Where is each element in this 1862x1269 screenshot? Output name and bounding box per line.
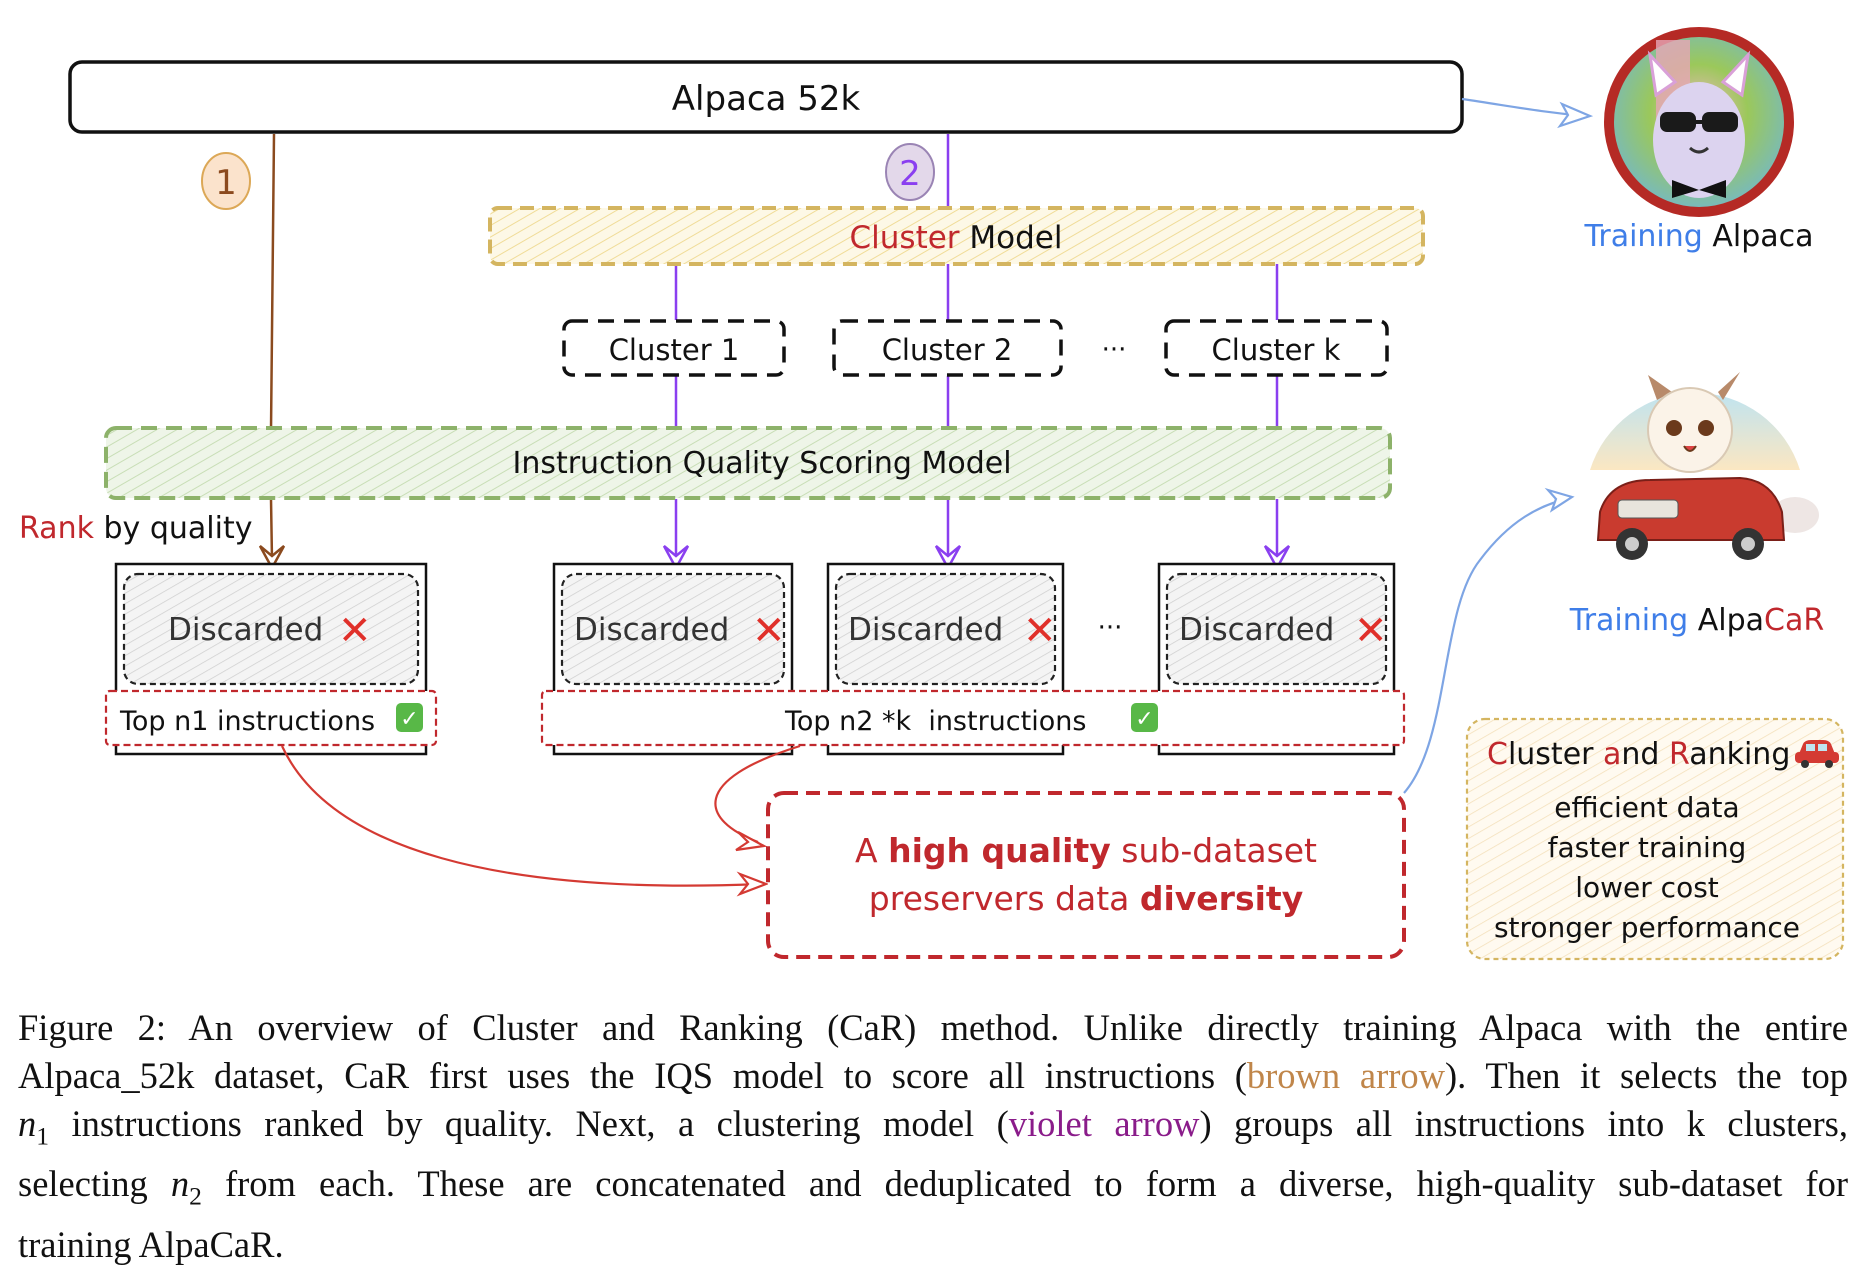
top-n2-label: Top n2 *k instructions	[784, 706, 1086, 737]
svg-text:✓: ✓	[400, 707, 418, 732]
caption-line-1: Figure 2: An overview of Cluster and Ran…	[18, 1007, 1848, 1048]
discarded-label: Discarded	[1179, 612, 1334, 648]
arrowhead-training-alpaca	[1557, 101, 1594, 129]
check-icon: ✓	[396, 703, 423, 732]
benefit-item: lower cost	[1575, 871, 1719, 904]
discard-ellipsis: ···	[1098, 613, 1123, 643]
source-dataset-box: Alpaca 52k	[68, 60, 1464, 134]
cluster-model-box: Cluster Model	[488, 206, 1425, 266]
discarded-region	[1165, 572, 1388, 686]
red-arrowhead-n2	[735, 831, 768, 852]
arrow-to-training-alpacar	[1403, 496, 1571, 794]
cross-mark-icon: ✕	[1354, 608, 1388, 654]
cross-mark-icon: ✕	[752, 608, 786, 654]
cross-mark-icon: ✕	[338, 608, 372, 654]
brown-arrowhead	[258, 545, 286, 571]
discarded-label: Discarded	[574, 612, 729, 648]
discarded-label: Discarded	[168, 612, 323, 648]
rank-by-quality-label: Rank by quality	[19, 511, 252, 546]
source-dataset-label: Alpaca 52k	[672, 79, 861, 119]
training-alpacar-label: Training AlpaCaR	[1569, 603, 1824, 638]
cluster-1-label: Cluster 1	[609, 333, 740, 367]
step-1-badge: 1	[201, 152, 251, 210]
result-line-2: preservers data diversity	[869, 879, 1303, 918]
cluster-and-ranking-diagram: Alpaca 52k 1 2 Cluster Model Cluster 1 C…	[19, 27, 1845, 961]
instruction-quality-scoring-model-box: Instruction Quality Scoring Model	[104, 426, 1392, 500]
discarded-region	[560, 572, 786, 686]
brown-arrow-line	[269, 133, 276, 561]
arrowhead-training-alpacar	[1544, 487, 1575, 513]
alpaca-avatar	[1604, 27, 1794, 217]
cluster-box-1: Cluster 1	[562, 319, 786, 377]
top-n1-strip: Top n1 instructions ✓	[104, 689, 438, 747]
benefit-item: stronger performance	[1494, 911, 1800, 944]
car-icon	[1795, 740, 1839, 768]
benefit-item: faster training	[1548, 831, 1747, 864]
red-arrowhead-n1	[736, 871, 770, 897]
svg-text:✓: ✓	[1135, 707, 1153, 732]
violet-arrow-reference: violet arrow	[1008, 1103, 1200, 1144]
brown-arrow-reference: brown arrow	[1246, 1055, 1446, 1096]
top-n2-strip: Top n2 *k instructions ✓	[540, 689, 1406, 747]
benefits-box: Cluster and Ranking efficient data faste…	[1465, 717, 1845, 961]
check-icon: ✓	[1131, 703, 1158, 732]
step-2-number: 2	[899, 154, 921, 194]
discarded-region	[834, 572, 1057, 686]
scoring-model-label: Instruction Quality Scoring Model	[512, 446, 1011, 481]
discarded-label: Discarded	[848, 612, 1003, 648]
violet-arrow-lines	[674, 134, 1279, 560]
alpacar-avatar	[1590, 372, 1819, 560]
cluster-k-label: Cluster k	[1212, 333, 1341, 367]
high-quality-subdataset-box: A high quality sub-dataset preservers da…	[766, 791, 1406, 959]
caption-line-3: n1 instructions ranked by quality. Next,…	[18, 1103, 1848, 1151]
result-line-1: A high quality sub-dataset	[855, 831, 1317, 870]
cluster-ellipsis: ···	[1102, 335, 1127, 365]
cluster-box-2: Cluster 2	[832, 319, 1063, 377]
top-n1-label: Top n1 instructions	[119, 706, 375, 737]
cluster-model-label: Cluster Model	[850, 220, 1063, 256]
benefit-item: efficient data	[1554, 791, 1739, 824]
violet-arrowheads	[662, 545, 1291, 571]
step-1-number: 1	[215, 163, 237, 203]
caption-line-5: training AlpaCaR.	[18, 1223, 284, 1265]
cross-mark-icon: ✕	[1023, 608, 1057, 654]
caption-line-4: selecting n2 from each. These are concat…	[18, 1163, 1848, 1211]
benefits-title: Cluster and Ranking	[1487, 737, 1790, 772]
training-alpaca-label: Training Alpaca	[1583, 219, 1813, 254]
caption-line-2: Alpaca_52k dataset, CaR first uses the I…	[18, 1055, 1848, 1096]
cluster-2-label: Cluster 2	[882, 333, 1013, 367]
red-arrow-from-n1	[281, 745, 761, 887]
step-2-badge: 2	[885, 143, 935, 201]
discarded-region	[122, 572, 420, 686]
figure-caption: Figure 2: An overview of Cluster and Ran…	[18, 1004, 1848, 1269]
cluster-box-k: Cluster k	[1164, 319, 1389, 377]
